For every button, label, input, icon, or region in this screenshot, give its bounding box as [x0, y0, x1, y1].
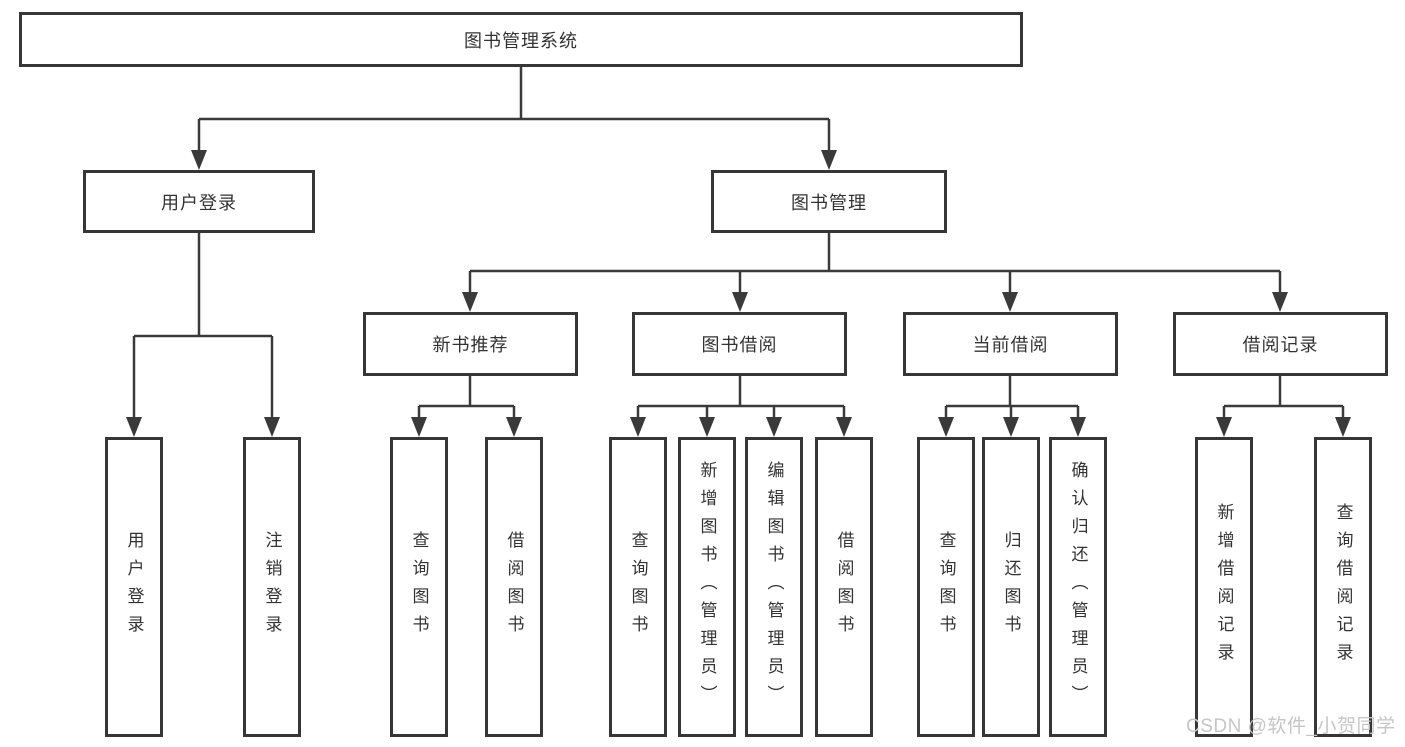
node-user-login: 用户登录: [105, 437, 163, 737]
node-borrow-books: 借阅图书: [815, 437, 873, 737]
node-add-books-admin: 新增图书（管理员）: [678, 437, 736, 737]
node-query-books-current: 查询图书: [917, 437, 975, 737]
node-confirm-return-admin: 确认归还（管理员）: [1049, 437, 1107, 737]
node-label: 用户登录: [124, 531, 144, 643]
node-logout: 注销登录: [243, 437, 301, 737]
node-label: 新增图书（管理员）: [697, 461, 717, 713]
node-query-books-borrowing: 查询图书: [609, 437, 667, 737]
node-new-book-recommend: 新书推荐: [363, 312, 578, 376]
node-label: 归还图书: [1001, 531, 1021, 643]
node-label: 当前借阅: [972, 335, 1049, 355]
node-query-books-recommend: 查询图书: [390, 437, 448, 737]
node-label: 编辑图书（管理员）: [764, 461, 784, 713]
node-book-management: 图书管理: [711, 170, 947, 233]
node-label: 借阅记录: [1242, 335, 1319, 355]
node-edit-books-admin: 编辑图书（管理员）: [745, 437, 803, 737]
csdn-watermark: CSDN @软件_小贺同学: [1186, 716, 1396, 737]
node-borrow-books-recommend: 借阅图书: [485, 437, 543, 737]
node-label: 查询借阅记录: [1333, 503, 1353, 671]
node-label: 图书管理: [791, 192, 867, 213]
node-query-borrow-record: 查询借阅记录: [1314, 437, 1372, 737]
node-add-borrow-record: 新增借阅记录: [1195, 437, 1253, 737]
node-label: 借阅图书: [834, 531, 854, 643]
node-book-management-system: 图书管理系统: [19, 12, 1023, 67]
node-label: 查询图书: [409, 531, 429, 643]
node-book-borrowing: 图书借阅: [632, 312, 847, 376]
node-label: 用户登录: [161, 192, 237, 213]
node-label: 借阅图书: [504, 531, 524, 643]
node-label: 注销登录: [262, 531, 282, 643]
node-label: 新增借阅记录: [1214, 503, 1234, 671]
node-return-books: 归还图书: [982, 437, 1040, 737]
node-label: 查询图书: [936, 531, 956, 643]
node-label: 图书管理系统: [464, 30, 578, 51]
node-label: 新书推荐: [432, 335, 509, 355]
node-borrowing-records: 借阅记录: [1173, 312, 1388, 376]
node-label: 查询图书: [628, 531, 648, 643]
node-current-borrowing: 当前借阅: [903, 312, 1118, 376]
node-label: 确认归还（管理员）: [1068, 461, 1088, 713]
node-user-login-group: 用户登录: [83, 170, 315, 233]
node-label: 图书借阅: [701, 335, 778, 355]
